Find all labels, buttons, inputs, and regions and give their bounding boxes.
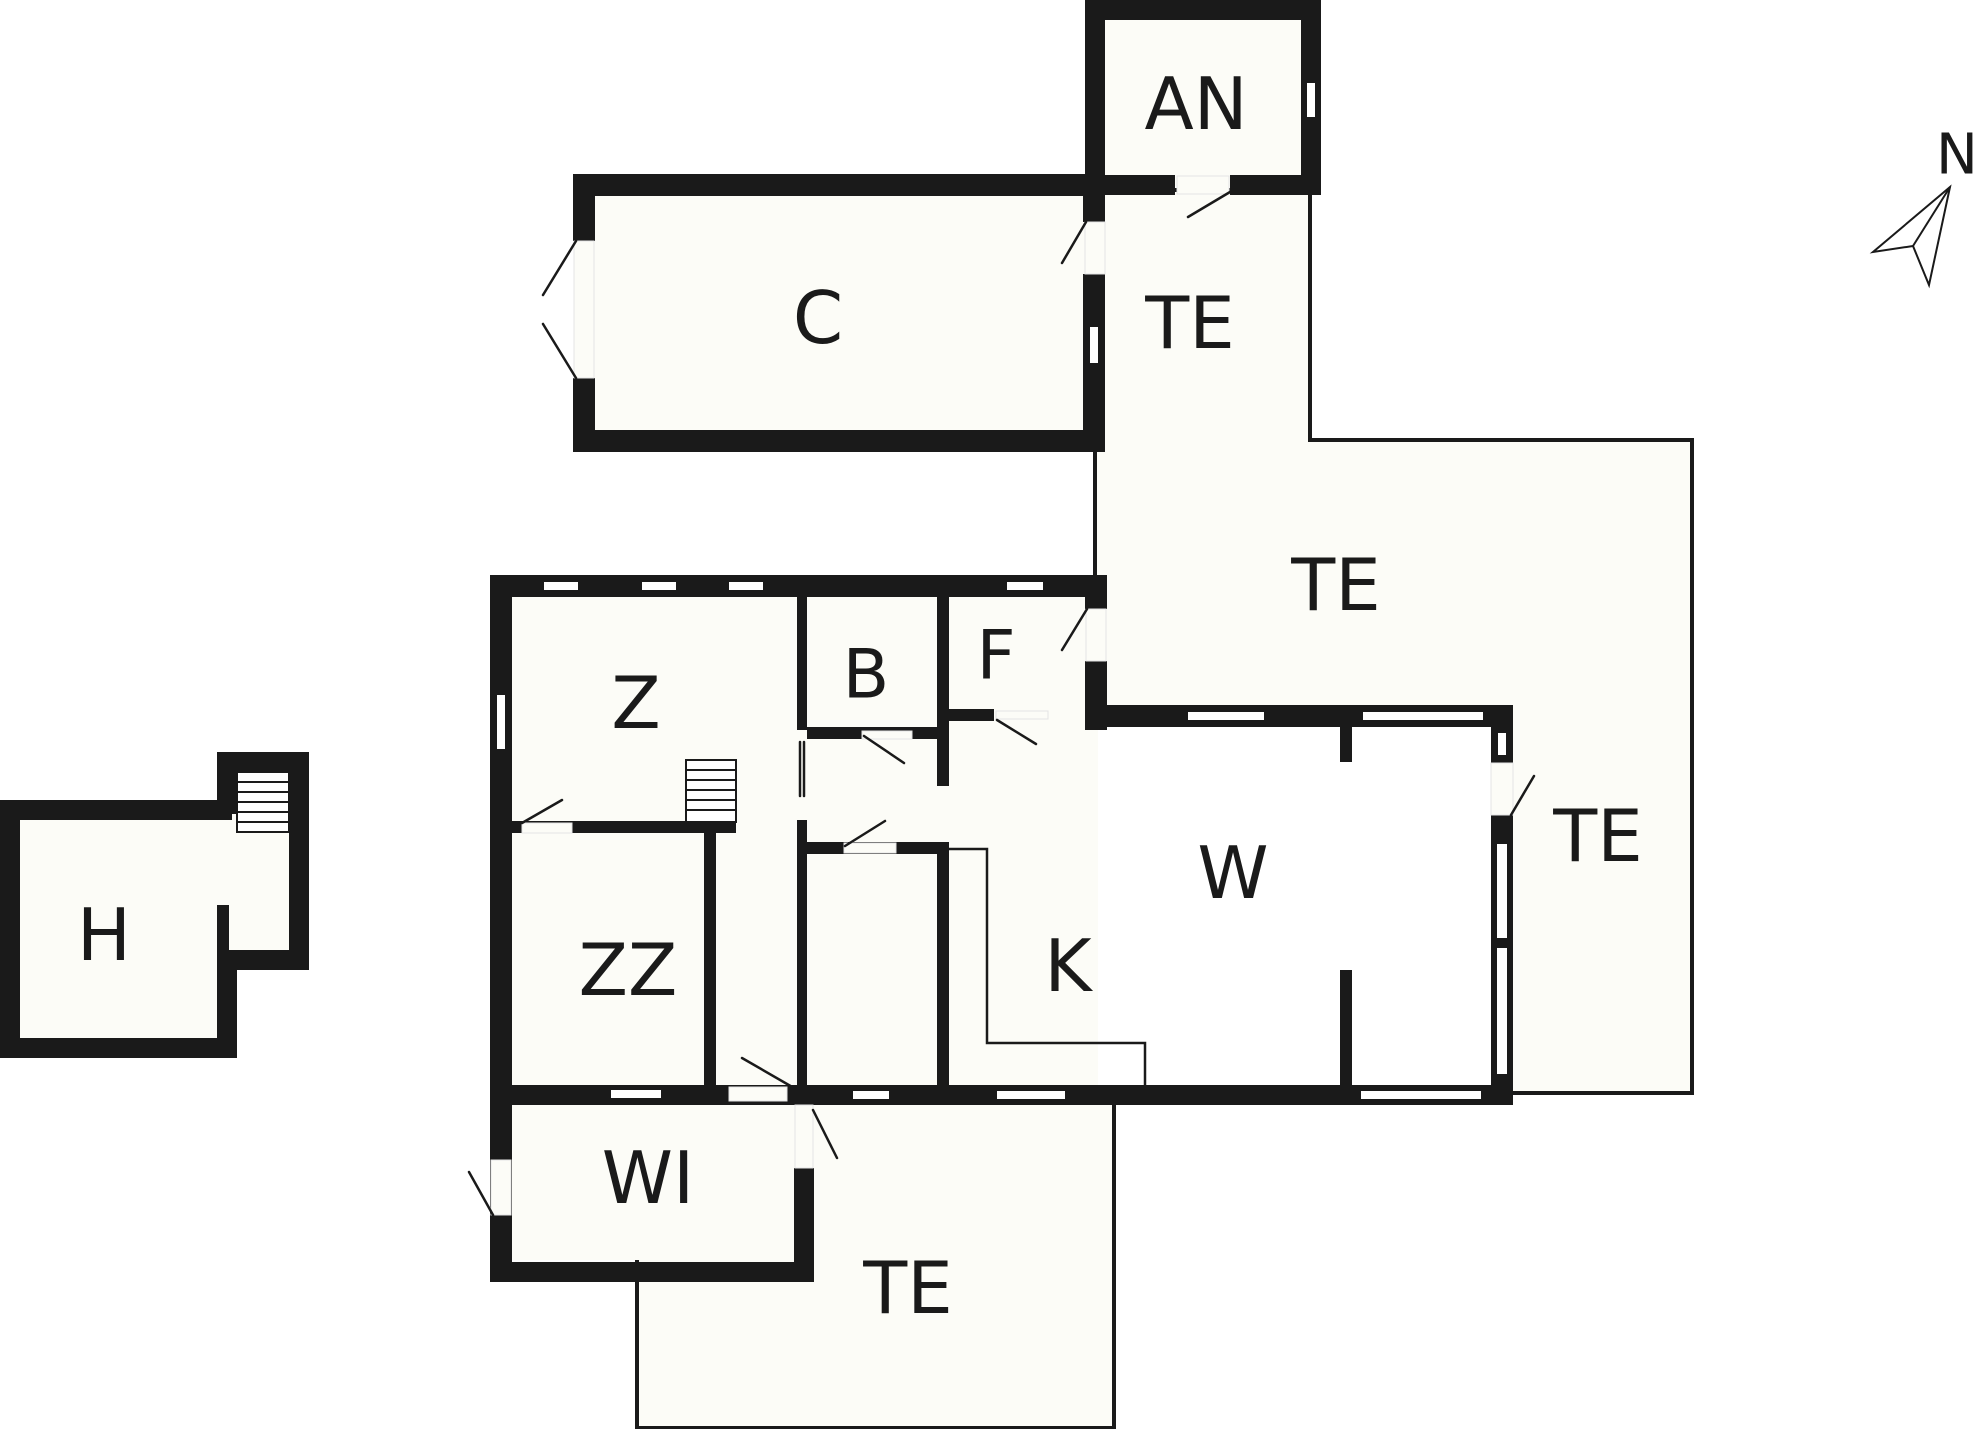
room-label-wi: WI	[602, 1136, 694, 1220]
room-label-h: H	[77, 893, 131, 977]
window	[995, 1089, 1067, 1101]
window	[542, 580, 580, 592]
window	[1496, 731, 1508, 757]
north-arrow-icon	[1869, 184, 1952, 289]
window	[609, 1088, 663, 1100]
room-label-zz: ZZ	[579, 928, 678, 1012]
window	[1088, 325, 1100, 365]
stairs-icon	[236, 771, 290, 833]
room-label-te-east-terrace: TE	[1290, 543, 1380, 627]
window	[1005, 580, 1045, 592]
room-label-te-east: TE	[1552, 794, 1642, 878]
door-swings	[467, 190, 1536, 1217]
walls	[0, 0, 1513, 1282]
north-label: N	[1936, 123, 1978, 188]
window	[1495, 946, 1509, 1076]
window	[1361, 710, 1485, 722]
room-label-c: C	[793, 276, 843, 360]
kitchen-counter	[949, 847, 1147, 1087]
stairs-icon	[685, 759, 737, 823]
door-openings	[490, 175, 1514, 1216]
window	[851, 1089, 891, 1101]
window	[495, 693, 507, 751]
room-label-an: AN	[1144, 62, 1247, 146]
room-label-b: B	[843, 636, 890, 715]
window	[1359, 1089, 1483, 1101]
windows	[495, 81, 1509, 1101]
window	[640, 580, 678, 592]
room-label-te-north: TE	[1144, 281, 1234, 365]
north-compass: N	[1869, 123, 1978, 289]
room-label-f: F	[976, 617, 1015, 696]
room-label-k: K	[1044, 924, 1093, 1008]
window	[727, 580, 765, 592]
window	[1186, 710, 1266, 722]
window	[1305, 81, 1317, 119]
room-label-z: Z	[611, 661, 660, 745]
window	[1495, 842, 1509, 940]
room-labels: AN C TE TE TE TE Z B F W K ZZ WI H	[77, 62, 1643, 1330]
room-label-w: W	[1197, 831, 1268, 915]
room-label-te-south: TE	[862, 1246, 952, 1330]
